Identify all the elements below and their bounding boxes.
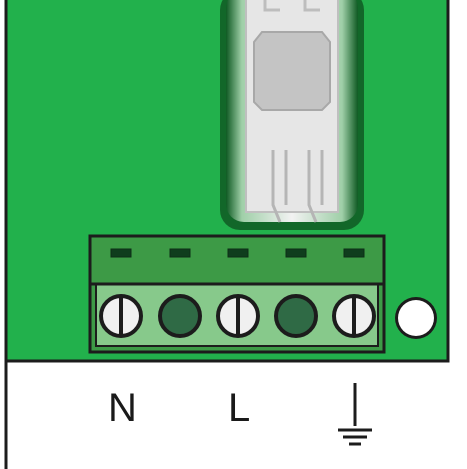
ground-symbol-icon [338,383,372,446]
terminal-slot [343,248,365,258]
connector-latch [253,31,331,111]
terminal-screw-open [216,294,260,338]
terminal-screw-open [99,294,143,338]
connector-pin-left [271,150,288,223]
terminal-block [88,234,386,354]
terminal-slot [169,248,191,258]
live-label: L [228,386,251,430]
connector-pin-right [307,150,324,223]
plug-connector [220,0,364,230]
terminal-screw-open [332,294,376,338]
neutral-label: N [108,386,137,430]
terminal-screw-filled [158,294,202,338]
terminal-screw-filled [274,294,318,338]
terminal-slot [285,248,307,258]
terminal-slot [110,248,132,258]
mounting-hole-icon [395,297,437,339]
terminal-slot [227,248,249,258]
